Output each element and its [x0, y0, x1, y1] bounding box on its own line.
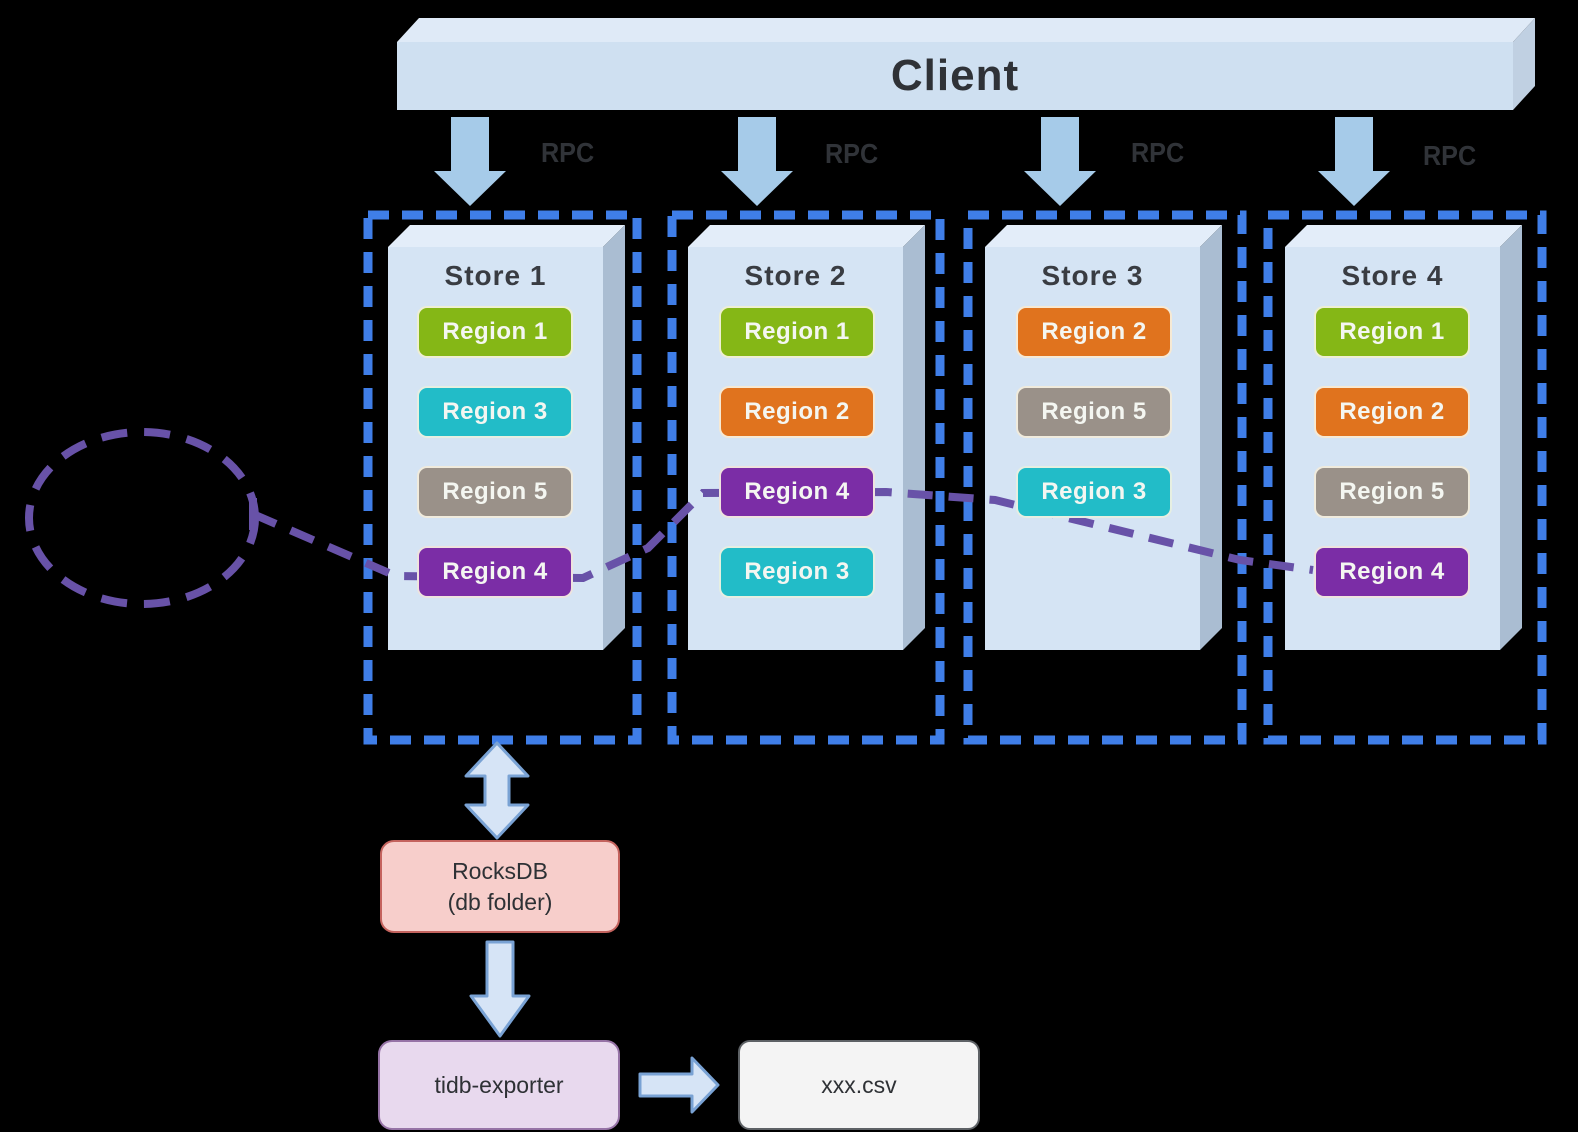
cube-side-face — [1500, 225, 1522, 650]
cube-top-face — [688, 225, 925, 247]
client-box-side-face — [1513, 18, 1535, 110]
rpc-arrow-down-icon — [721, 117, 793, 206]
region-chip: Region 1 — [417, 306, 573, 358]
store-4-title: Store 4 — [1341, 260, 1444, 291]
csv-output-node: xxx.csv — [738, 1040, 980, 1130]
cube-side-face — [1200, 225, 1222, 650]
client-box-3d — [397, 18, 1535, 110]
client-label: Client — [890, 51, 1020, 100]
rocksdb-node: RocksDB (db folder) — [380, 840, 620, 933]
store-3-title: Store 3 — [1041, 260, 1144, 291]
region-chip: Region 5 — [417, 466, 573, 518]
region-chip: Region 4 — [1314, 546, 1470, 598]
client-box-top-face — [397, 18, 1535, 42]
client-box-front-face — [397, 42, 1513, 110]
region-chip: Region 5 — [1016, 386, 1172, 438]
region-chip: Region 2 — [1016, 306, 1172, 358]
region-chip: Region 1 — [719, 306, 875, 358]
double-arrow-icon — [464, 741, 530, 840]
store-2-title: Store 2 — [744, 260, 847, 291]
tidb-exporter-node: tidb-exporter — [378, 1040, 620, 1130]
store-1-title: Store 1 — [444, 260, 547, 291]
rpc-arrow-down-icon — [1024, 117, 1096, 206]
region-chip: Region 4 — [719, 466, 875, 518]
store-1-dashed-outline — [363, 210, 642, 745]
down-arrow-icon — [469, 940, 531, 1038]
region-chip: Region 5 — [1314, 466, 1470, 518]
cube-top-face — [985, 225, 1222, 247]
cube-top-face — [388, 225, 625, 247]
region-chip: Region 2 — [1314, 386, 1470, 438]
region-chip: Region 2 — [719, 386, 875, 438]
region-group-ellipse — [25, 428, 259, 608]
rpc-arrow-down-icon — [434, 117, 506, 206]
region-chip: Region 3 — [1016, 466, 1172, 518]
csv-output-label: xxx.csv — [821, 1071, 897, 1098]
cube-side-face — [603, 225, 625, 650]
rpc-label: RPC — [1130, 137, 1185, 168]
region-chip: Region 4 — [417, 546, 573, 598]
cube-side-face — [903, 225, 925, 650]
rpc-arrow-down-icon — [1318, 117, 1390, 206]
region-chip: Region 3 — [719, 546, 875, 598]
rpc-label: RPC — [1422, 140, 1477, 171]
store-2-dashed-outline — [667, 210, 945, 745]
region-chip: Region 3 — [417, 386, 573, 438]
store-3-dashed-outline — [963, 210, 1247, 745]
right-arrow-icon — [638, 1056, 720, 1114]
rpc-label: RPC — [540, 137, 595, 168]
rocksdb-label-line1: RocksDB — [452, 857, 548, 884]
store-4-dashed-outline — [1263, 210, 1547, 745]
cube-top-face — [1285, 225, 1522, 247]
region-chip: Region 1 — [1314, 306, 1470, 358]
rpc-label: RPC — [824, 138, 879, 169]
tidb-exporter-label: tidb-exporter — [434, 1071, 564, 1098]
rocksdb-label-line2: (db folder) — [447, 888, 553, 915]
